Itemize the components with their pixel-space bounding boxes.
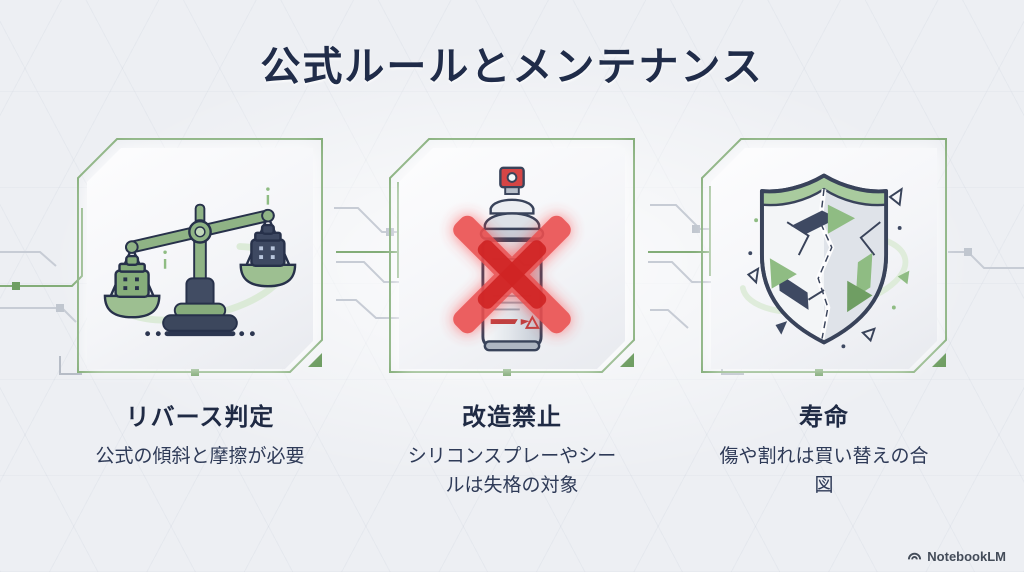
card-frame — [701, 138, 947, 376]
card-description: シリコンスプレーやシールは失格の対象 — [407, 446, 617, 497]
card-lifespan: 寿命 傷や割れは買い替えの合図 — [699, 136, 949, 501]
watermark-label: NotebookLM — [927, 549, 1006, 564]
card-visual — [387, 136, 637, 381]
card-description: 傷や割れは買い替えの合図 — [719, 446, 929, 497]
balance-scale-icon — [103, 162, 297, 356]
card-frame — [77, 138, 323, 376]
card-heading: リバース判定 — [125, 404, 275, 431]
card-panel — [87, 148, 313, 369]
card-panel — [399, 148, 625, 369]
cards-row: リバース判定 公式の傾斜と摩擦が必要 — [0, 136, 1024, 501]
card-panel — [711, 148, 937, 369]
card-frame — [389, 138, 635, 376]
broken-shield-recycle-icon — [727, 162, 921, 356]
page-title: 公式ルールとメンテナンス — [260, 45, 764, 89]
notebooklm-logo-icon — [908, 552, 922, 560]
card-description: 公式の傾斜と摩擦が必要 — [95, 446, 305, 467]
card-visual — [75, 136, 325, 381]
card-no-modification: 改造禁止 シリコンスプレーやシールは失格の対象 — [387, 136, 637, 501]
card-heading: 寿命 — [799, 404, 849, 431]
card-visual — [699, 136, 949, 381]
card-reverse-judgment: リバース判定 公式の傾斜と摩擦が必要 — [75, 136, 325, 501]
watermark: NotebookLM — [907, 549, 1006, 564]
no-modification-spray-icon — [415, 162, 609, 356]
card-heading: 改造禁止 — [462, 404, 562, 431]
